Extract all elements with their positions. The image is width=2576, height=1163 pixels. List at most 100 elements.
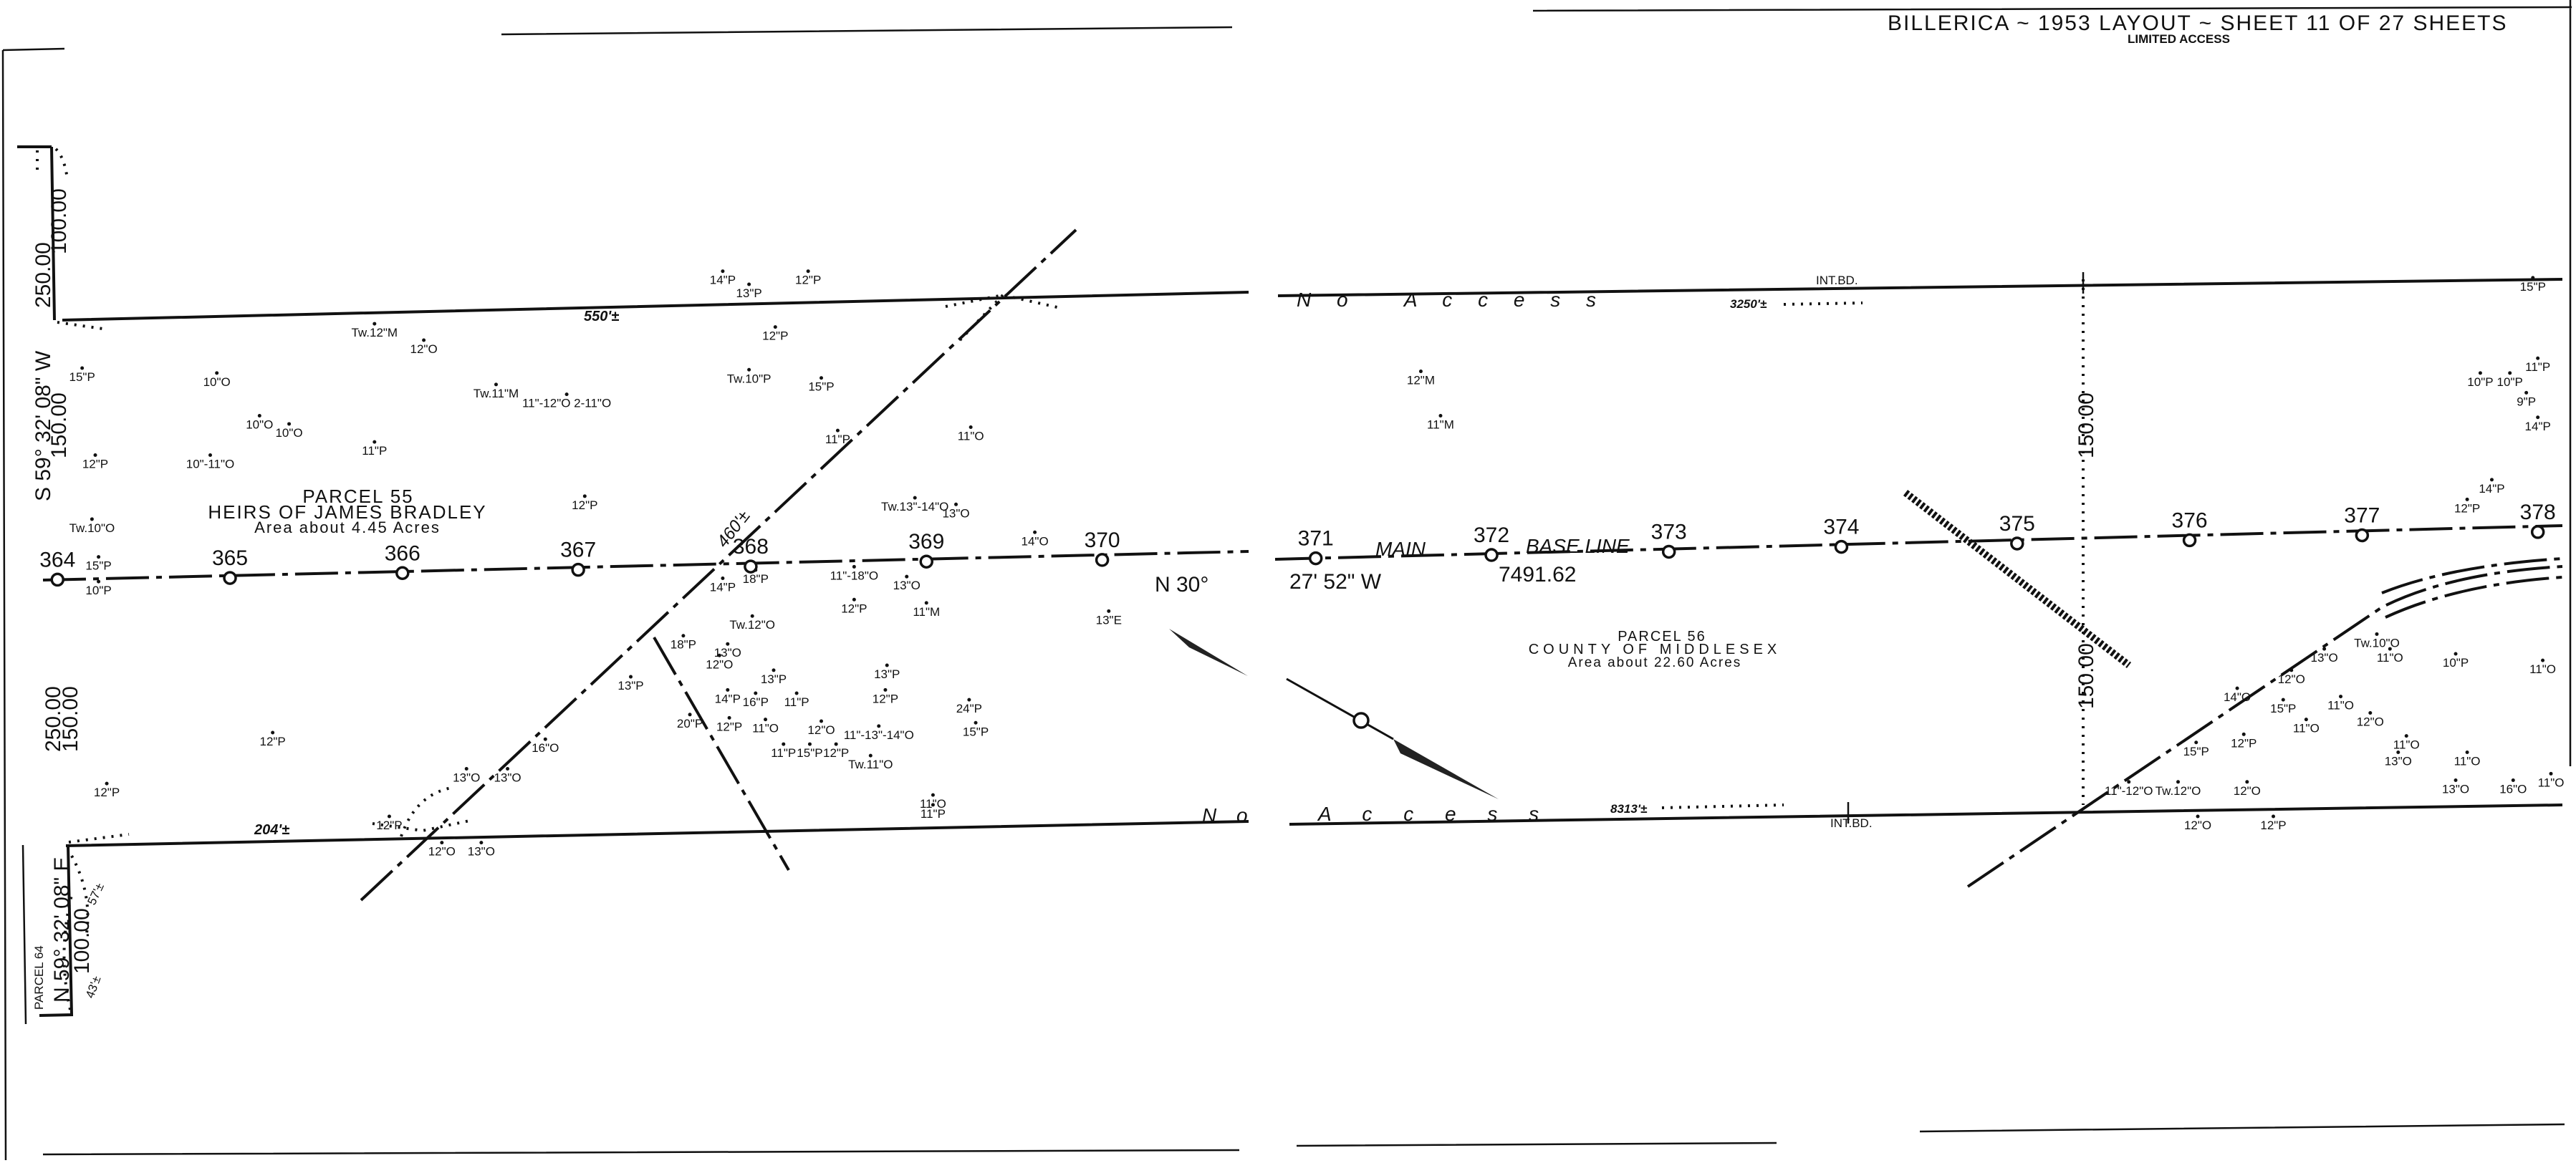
tree-label: Tw.10"O — [2354, 636, 2400, 650]
tree-label: 13"P — [761, 672, 787, 686]
tree-point-icon — [93, 453, 97, 458]
tree-label: 10"-11"O — [186, 458, 235, 471]
tree-point-icon — [913, 496, 917, 500]
tree-label: 15"P — [808, 380, 834, 394]
station-label: 377 — [2344, 504, 2380, 528]
tree-label: 11"P — [362, 444, 387, 458]
tree-label: Tw.10"O — [69, 521, 115, 535]
tree-point-icon — [717, 653, 721, 657]
tree-label: 12"P — [841, 602, 867, 615]
station-marker-icon — [2182, 533, 2197, 548]
parcel-55-label: PARCEL 55 HEIRS OF JAMES BRADLEY Area ab… — [208, 486, 485, 536]
station-marker-icon — [2010, 536, 2024, 551]
tree-label: 11"M — [1427, 418, 1454, 431]
tree-label: 10"P — [2443, 656, 2469, 670]
tree-point-icon — [2454, 778, 2458, 783]
sheet-subtitle: LIMITED ACCESS — [2128, 32, 2230, 46]
tree-label: 10"O — [246, 418, 273, 431]
tree-point-icon — [90, 517, 94, 521]
top-access-distance: 3250'± — [1730, 297, 1767, 311]
tree-label: 13"O — [2442, 783, 2469, 796]
tree-point-icon — [2339, 695, 2343, 699]
station-marker-icon — [1834, 539, 1849, 554]
tree-point-icon — [271, 730, 275, 735]
tree-point-icon — [764, 718, 768, 722]
tree-label: 11"P — [921, 807, 946, 821]
tree-point-icon — [97, 555, 101, 559]
tree-label: 14"P — [710, 580, 736, 594]
tree-label: 12"O — [2184, 819, 2211, 832]
tree-point-icon — [2536, 356, 2540, 360]
station-marker-icon — [395, 566, 410, 581]
no-access-bottom-no: N o — [1202, 804, 1255, 826]
tree-point-icon — [726, 642, 730, 646]
top-length: 550'± — [584, 309, 619, 324]
tree-point-icon — [868, 753, 873, 758]
tree-point-icon — [754, 691, 758, 695]
left-top-outer-dim: 250.00 — [32, 242, 55, 308]
tree-point-icon — [2281, 698, 2285, 702]
tree-label: 12"P — [94, 786, 120, 799]
tree-label: 11"P — [2525, 360, 2550, 374]
tree-point-icon — [877, 724, 881, 728]
tree-point-icon — [80, 366, 85, 370]
tree-label: 10"O — [203, 375, 231, 389]
tree-point-icon — [2536, 415, 2540, 420]
tree-label: 11"P — [784, 695, 809, 709]
parcel-55-number: PARCEL 55 — [302, 486, 413, 507]
tree-label: 15"P — [2270, 702, 2296, 715]
tree-point-icon — [2549, 771, 2553, 776]
tree-point-icon — [2289, 668, 2294, 672]
bearing-label: N 30° — [1155, 573, 1208, 597]
tree-label: 13"P — [736, 286, 761, 300]
tree-label: 13"O — [453, 771, 480, 784]
tree-point-icon — [820, 376, 823, 380]
tree-label: 13"P — [874, 667, 900, 681]
bottom-int-bd: INT.BD. — [1830, 816, 1873, 830]
tree-point-icon — [629, 675, 633, 679]
tree-point-icon — [2245, 780, 2249, 784]
no-access-top: N o A c c e s s — [1297, 289, 1606, 311]
tree-point-icon — [2489, 478, 2494, 482]
tree-label: 12"O — [2278, 672, 2305, 686]
tree-label: 11"P — [825, 433, 850, 446]
tree-point-icon — [747, 282, 751, 286]
north-arrow-marks — [1169, 629, 1499, 799]
no-access-bottom-access: A c c e s s — [1317, 803, 1552, 825]
tree-label: 9"P — [2517, 395, 2536, 408]
tree-label: 13"P — [617, 679, 643, 693]
tree-label: 12"P — [2260, 819, 2286, 832]
tree-point-icon — [440, 841, 444, 845]
tree-point-icon — [2388, 647, 2392, 651]
station-label: 378 — [2520, 501, 2556, 524]
tree-point-icon — [208, 453, 213, 458]
arc-dim-b: 43'± — [83, 974, 104, 1000]
tree-label: 12"P — [82, 458, 108, 471]
tree-point-icon — [1418, 370, 1423, 374]
tree-point-icon — [2478, 371, 2482, 375]
tree-point-icon — [2454, 652, 2458, 656]
tree-point-icon — [969, 425, 973, 430]
tree-label: 11"O — [2327, 699, 2354, 713]
right-bottom-dim: 150.00 — [2075, 643, 2098, 709]
left-top-inner-dim: 100.00 — [47, 188, 71, 254]
tree-label: 11"O — [958, 430, 984, 443]
station-marker-icon — [1661, 544, 1676, 559]
tree-label: 16"P — [743, 695, 769, 709]
tree-point-icon — [835, 428, 840, 433]
tree-label: 13"O — [468, 845, 495, 859]
tree-label: 14"P — [715, 692, 741, 705]
left-bearing-bottom: N 59° 32' 08" E — [50, 857, 74, 1003]
tree-point-icon — [772, 668, 776, 672]
left-low-inner-dim: 150.00 — [59, 686, 82, 752]
tree-point-icon — [924, 601, 928, 605]
tree-point-icon — [2465, 751, 2469, 755]
sheet-title: BILLERICA ~ 1953 LAYOUT ~ SHEET 11 OF 27… — [1888, 11, 2507, 35]
tree-label: 16"O — [532, 741, 559, 755]
tree-point-icon — [2404, 734, 2408, 738]
tree-point-icon — [794, 691, 799, 695]
tree-label: 13"O — [942, 506, 969, 520]
